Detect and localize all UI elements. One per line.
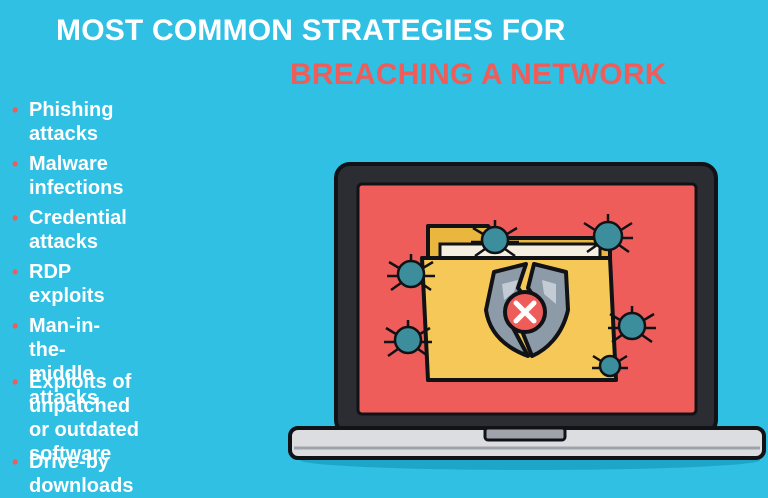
strategy-label: RDP exploits bbox=[29, 261, 105, 307]
bullet-icon: • bbox=[12, 372, 19, 392]
list-item: • Phishing attacks bbox=[12, 98, 113, 146]
error-x-icon bbox=[503, 290, 547, 334]
strategy-label: Exploits of unpatched or outdated softwa… bbox=[29, 371, 139, 465]
bullet-icon: • bbox=[12, 316, 19, 336]
title-line-1: MOST COMMON STRATEGIES FOR bbox=[56, 14, 566, 47]
list-item: • Drive-by downloads bbox=[12, 450, 133, 498]
list-item: • Credential attacks bbox=[12, 206, 127, 254]
bullet-icon: • bbox=[12, 262, 19, 282]
strategy-label: Drive-by downloads bbox=[29, 451, 134, 497]
list-item: • Exploits of unpatched or outdated softw… bbox=[12, 370, 139, 466]
virus-bug-icon bbox=[384, 214, 656, 378]
bullet-icon: • bbox=[12, 100, 19, 120]
bullet-icon: • bbox=[12, 208, 19, 228]
strategy-label: Phishing attacks bbox=[29, 99, 114, 145]
list-item: • Man-in-the-middle attacks bbox=[12, 314, 100, 410]
strategy-label: Credential attacks bbox=[29, 207, 127, 253]
bullet-icon: • bbox=[12, 154, 19, 174]
strategy-label: Malware infections bbox=[29, 153, 124, 199]
title-line-2: BREACHING A NETWORK bbox=[290, 58, 667, 91]
list-item: • RDP exploits bbox=[12, 260, 105, 308]
laptop-illustration bbox=[288, 162, 766, 470]
strategy-label: Man-in-the-middle attacks bbox=[29, 315, 101, 409]
list-item: • Malware infections bbox=[12, 152, 123, 200]
bullet-icon: • bbox=[12, 452, 19, 472]
